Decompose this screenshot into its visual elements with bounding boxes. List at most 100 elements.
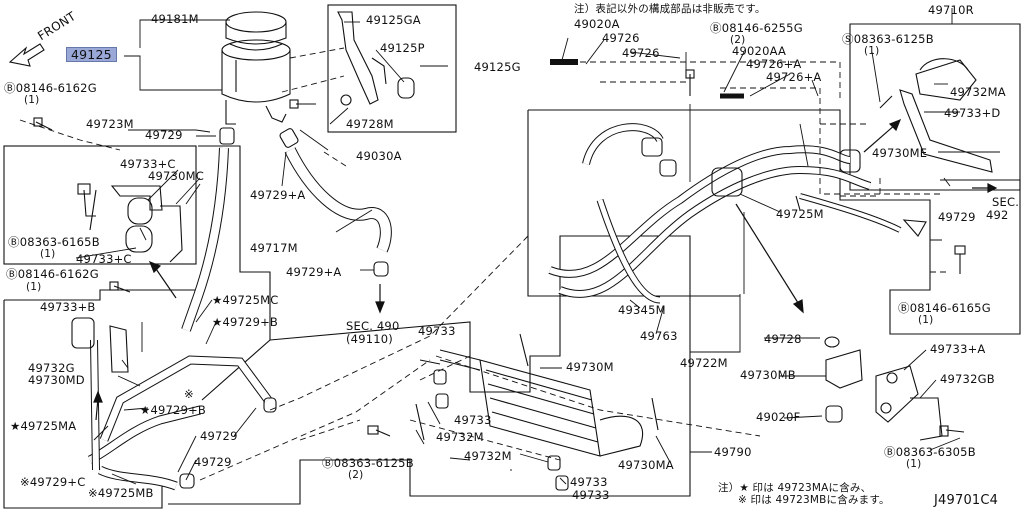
section-label-49110: (49110) — [346, 332, 393, 346]
part-label-49732g: 49732G — [28, 361, 75, 375]
part-label-49725mc: ★49725MC — [212, 293, 279, 307]
pipe-box-left — [3, 300, 163, 509]
part-label-49733: 49733 — [454, 413, 492, 427]
section-label-490[interactable]: SEC. 490 — [346, 319, 400, 333]
part-label-49726-a: 49726+A — [746, 57, 802, 71]
part-label-49729: 49729 — [938, 210, 976, 224]
part-label-49729-a: 49729+A — [250, 188, 306, 202]
part-label-49725m: 49725M — [776, 207, 824, 221]
part-label-49729: 49729 — [145, 128, 183, 142]
part-qty: (1) — [40, 248, 56, 260]
part-label-08363-6125b: Ⓑ08363-6125B — [322, 456, 414, 470]
pipe-box-top — [4, 289, 198, 301]
part-label-49020a: 49020A — [574, 17, 620, 31]
part-label-49728m: 49728M — [346, 117, 394, 131]
return-pipe-icon — [71, 317, 277, 491]
part-label-08363-6165b: Ⓑ08363-6165B — [8, 235, 100, 249]
part-label-49730m: 49730M — [566, 360, 614, 374]
part-qty: (2) — [348, 469, 364, 481]
footer-note-2: ※ 印は 49723MBに含みます。 — [738, 494, 890, 506]
part-label-49729-c: ※49729+C — [20, 475, 86, 489]
part-label-49125ga: 49125GA — [366, 13, 421, 27]
footer-note-1: 注）★ 印は 49723MAに含み、 — [718, 482, 872, 494]
part-label-49730mb: 49730MB — [740, 368, 796, 382]
part-qty: (1) — [906, 458, 922, 470]
part-label-08363-6305b: Ⓑ08363-6305B — [884, 445, 976, 459]
part-mark: ※ — [184, 387, 194, 401]
pressure-pipe-icon — [548, 123, 927, 304]
clamp-icon — [824, 336, 943, 441]
leader-lines — [75, 8, 1000, 485]
part-label-49732m: 49732M — [464, 449, 512, 463]
part-label-08146-6162g: Ⓑ08146-6162G — [4, 81, 97, 95]
part-qty: (1) — [24, 94, 40, 106]
dashed-lines — [19, 47, 950, 481]
part-label-49726: 49726 — [602, 31, 640, 45]
part-label-49722m: 49722M — [680, 356, 728, 370]
part-label-49730ma: 49730MA — [618, 458, 674, 472]
part-label-08146-6255g: Ⓑ08146-6255G — [710, 21, 803, 35]
bolt-icon — [33, 59, 966, 437]
part-label-49733-d: 49733+D — [944, 106, 1001, 120]
bracket-box-outline — [327, 4, 457, 133]
part-label-49733-c: 49733+C — [76, 252, 132, 266]
part-label-49125[interactable]: 49125 — [66, 47, 117, 62]
part-label-49725mb: ※49725MB — [88, 486, 154, 500]
pump-bracket-icon — [899, 58, 993, 173]
part-label-49729: 49729 — [200, 429, 238, 443]
part-label-08146-6162g: Ⓑ08146-6162G — [6, 267, 99, 281]
part-label-49726-a: 49726+A — [766, 70, 822, 84]
part-label-49181m: 49181M — [151, 12, 199, 26]
part-qty: (1) — [918, 314, 934, 326]
part-label-49020f: 49020F — [756, 410, 801, 424]
cooler-box-outline — [168, 235, 691, 505]
part-label-49732ma: 49732MA — [950, 85, 1006, 99]
part-label-49030a: 49030A — [356, 149, 402, 163]
part-qty: (1) — [26, 281, 42, 293]
part-label-49729-b: ★49729+B — [212, 315, 279, 329]
part-label-49020aa: 49020AA — [732, 44, 787, 58]
part-label-49730md: 49730MD — [28, 373, 85, 387]
part-label-49125p: 49125P — [380, 41, 425, 55]
part-label-49710r: 49710R — [928, 3, 974, 17]
part-label-49717m: 49717M — [250, 241, 298, 255]
part-label-49732m: 49732M — [436, 430, 484, 444]
part-label-49790: 49790 — [714, 445, 752, 459]
part-label-49733-b: 49733+B — [40, 300, 96, 314]
part-label-49729-b: ★49729+B — [140, 403, 207, 417]
part-label-08146-6165g: Ⓑ08146-6165G — [898, 301, 991, 315]
part-label-49725ma: ★49725MA — [10, 419, 77, 433]
part-label-49733: 49733 — [570, 475, 608, 489]
part-label-49723m: 49723M — [86, 117, 134, 131]
part-qty: (1) — [864, 45, 880, 57]
reservoir-tank-icon — [221, 11, 291, 125]
part-label-49726: 49726 — [622, 46, 660, 60]
part-label-49729: 49729 — [194, 455, 232, 469]
part-label-49733: 49733 — [572, 488, 610, 502]
part-label-49733-c: 49733+C — [120, 157, 176, 171]
front-arrow-icon — [8, 43, 45, 67]
part-label-49728: 49728 — [764, 332, 802, 346]
direction-arrows — [93, 118, 998, 421]
part-label-49729-a: 49729+A — [286, 265, 342, 279]
oil-cooler-icon — [415, 333, 659, 491]
part-label-49345m: 49345M — [618, 303, 666, 317]
clip-box-outline — [3, 145, 197, 265]
part-label-49733-a: 49733+A — [930, 342, 986, 356]
part-label-49730mc: 49730MC — [148, 169, 204, 183]
section-label-sec[interactable]: SEC. — [992, 195, 1020, 209]
part-label-49763: 49763 — [640, 329, 678, 343]
clip-assembly-icon — [83, 185, 183, 263]
part-label-49733: 49733 — [418, 324, 456, 338]
part-label-49732gb: 49732GB — [940, 372, 995, 386]
figure-code: J49701C4 — [934, 493, 999, 508]
part-label-49125g: 49125G — [474, 60, 521, 74]
section-label-492[interactable]: 492 — [986, 208, 1009, 222]
part-qty: (2) — [730, 34, 746, 46]
header-note: 注）表記以外の構成部品は非販売です。 — [574, 3, 766, 15]
pump-bracket-box — [849, 23, 1021, 191]
reservoir-bracket-icon — [337, 11, 415, 106]
part-label-08363-6125b: Ⓢ08363-6125B — [842, 32, 934, 46]
